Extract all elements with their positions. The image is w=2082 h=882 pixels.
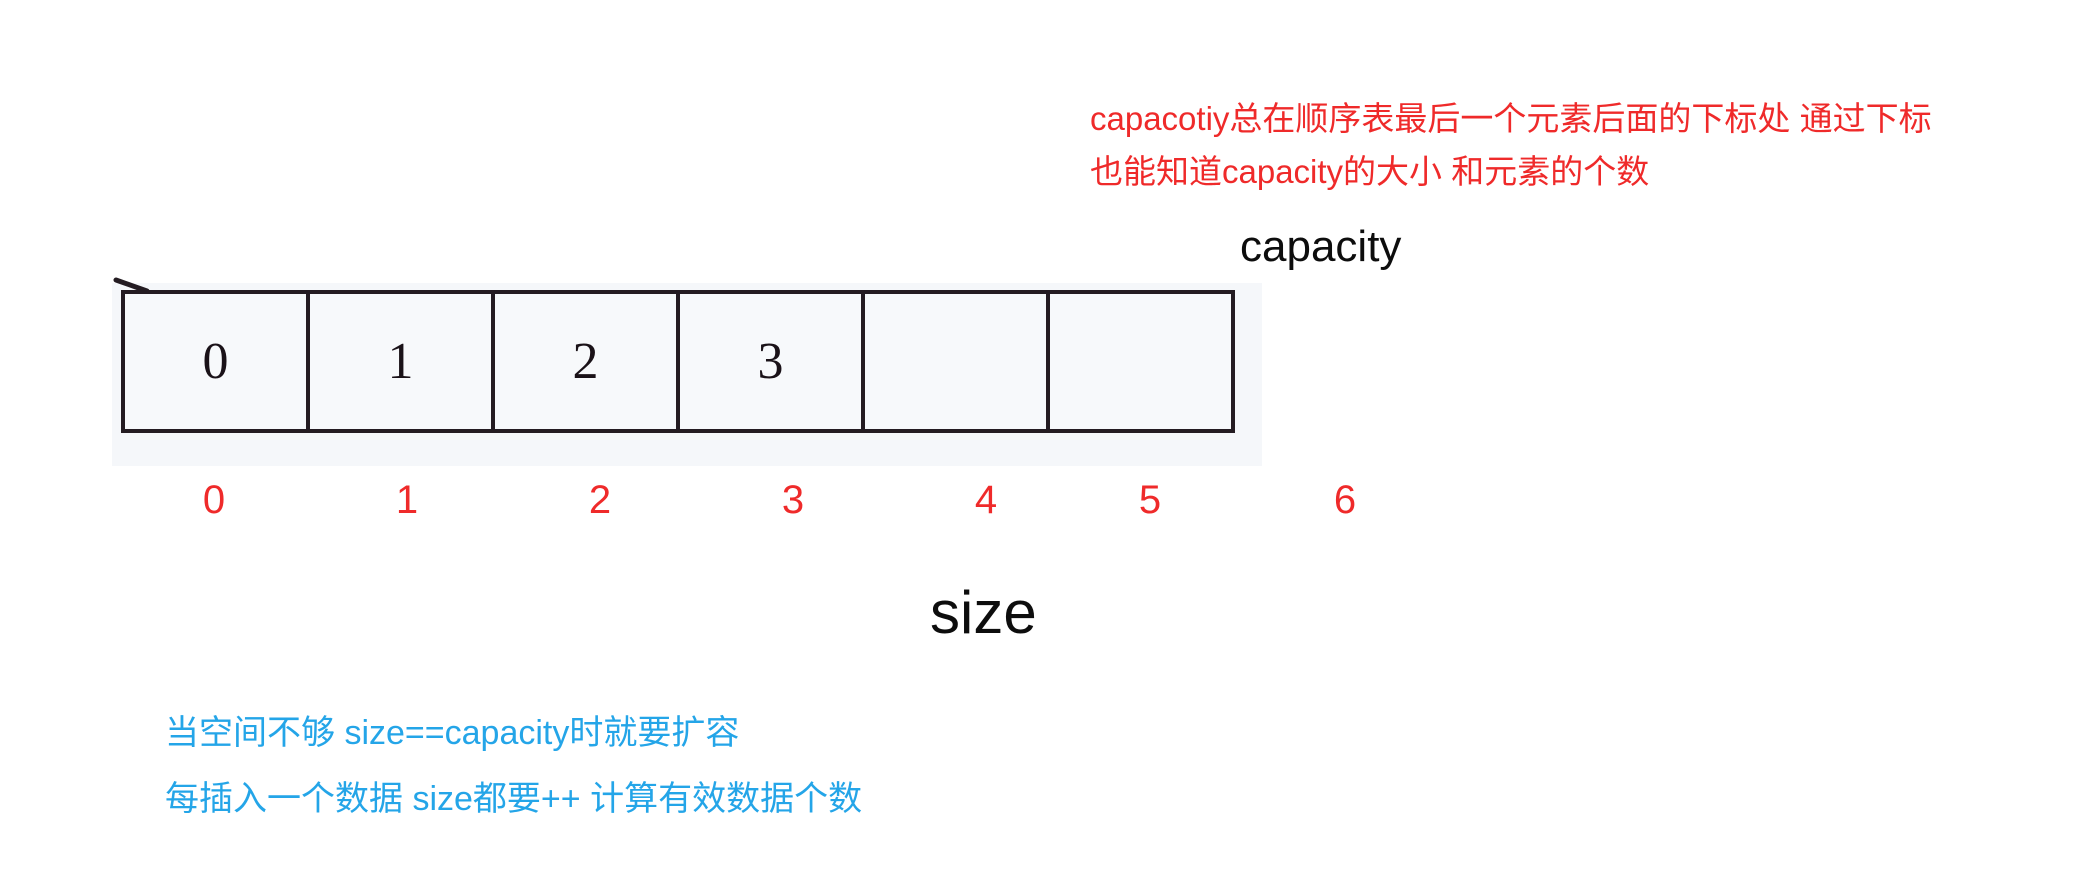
array-cell-value: 0 (202, 332, 229, 390)
index-label-2: 2 (588, 478, 612, 522)
array-cell-5[interactable] (1050, 294, 1231, 429)
index-row: 0 1 2 3 4 5 6 (121, 478, 1421, 526)
index-label-0: 0 (202, 478, 226, 522)
index-label-3: 3 (781, 478, 805, 522)
blue-annotation-note: 当空间不够 size==capacity时就要扩容 每插入一个数据 size都要… (165, 700, 1065, 832)
array-cell-2[interactable]: 2 (495, 294, 680, 429)
array-table: 0 1 2 3 (121, 290, 1235, 433)
array-cell-1[interactable]: 1 (310, 294, 495, 429)
red-annotation-line-1: capacotiy总在顺序表最后一个元素后面的下标处 通过下标 (1090, 100, 1932, 137)
index-label-5: 5 (1138, 478, 1162, 522)
array-cell-4[interactable] (865, 294, 1050, 429)
index-label-1: 1 (395, 478, 419, 522)
array-cell-value: 3 (757, 332, 784, 390)
blue-annotation-line-1: 当空间不够 size==capacity时就要扩容 (165, 714, 740, 752)
array-cell-value: 1 (387, 332, 414, 390)
index-label-6: 6 (1333, 478, 1357, 522)
index-label-4: 4 (974, 478, 998, 522)
blue-annotation-line-2: 每插入一个数据 size都要++ 计算有效数据个数 (165, 780, 863, 818)
hand-drawn-corner-tick-icon (113, 277, 150, 294)
capacity-label: capacity (1240, 222, 1402, 271)
red-annotation-line-2: 也能知道capacity的大小 和元素的个数 (1090, 153, 1650, 190)
array-cell-value: 2 (572, 332, 599, 390)
red-annotation-note: capacotiy总在顺序表最后一个元素后面的下标处 通过下标 也能知道capa… (1090, 92, 2070, 198)
array-cell-3[interactable]: 3 (680, 294, 865, 429)
size-label: size (930, 579, 1037, 646)
array-cell-0[interactable]: 0 (125, 294, 310, 429)
